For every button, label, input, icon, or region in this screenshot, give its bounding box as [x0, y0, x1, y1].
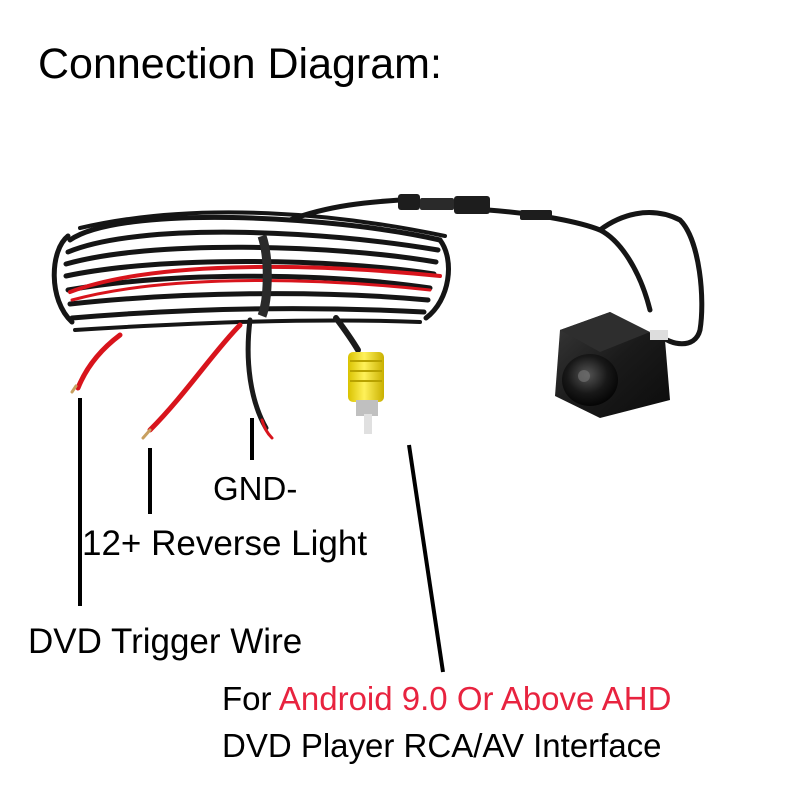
interface-prefix: For: [222, 680, 279, 717]
cable-tie: [257, 234, 272, 318]
cable-coil: [51, 210, 451, 332]
reverse-light-label: 12+ Reverse Light: [82, 524, 368, 563]
rca-pointer-line: [407, 444, 445, 673]
wire-leads: [70, 315, 361, 440]
interface-highlight: Android 9.0 Or Above AHD: [278, 680, 672, 717]
gnd-label: GND-: [213, 470, 298, 507]
dvd-trigger-label: DVD Trigger Wire: [28, 622, 303, 661]
diagram-title: Connection Diagram:: [38, 40, 442, 88]
red-wire-loop: [68, 264, 442, 302]
inline-connector: [398, 194, 552, 220]
rca-connector: [348, 352, 384, 434]
backup-camera: [555, 312, 670, 418]
pointer-lines: [78, 398, 445, 673]
interface-label-line2: DVD Player RCA/AV Interface: [222, 727, 662, 764]
interface-label-line1: For Android 9.0 Or Above AHD: [222, 680, 671, 718]
